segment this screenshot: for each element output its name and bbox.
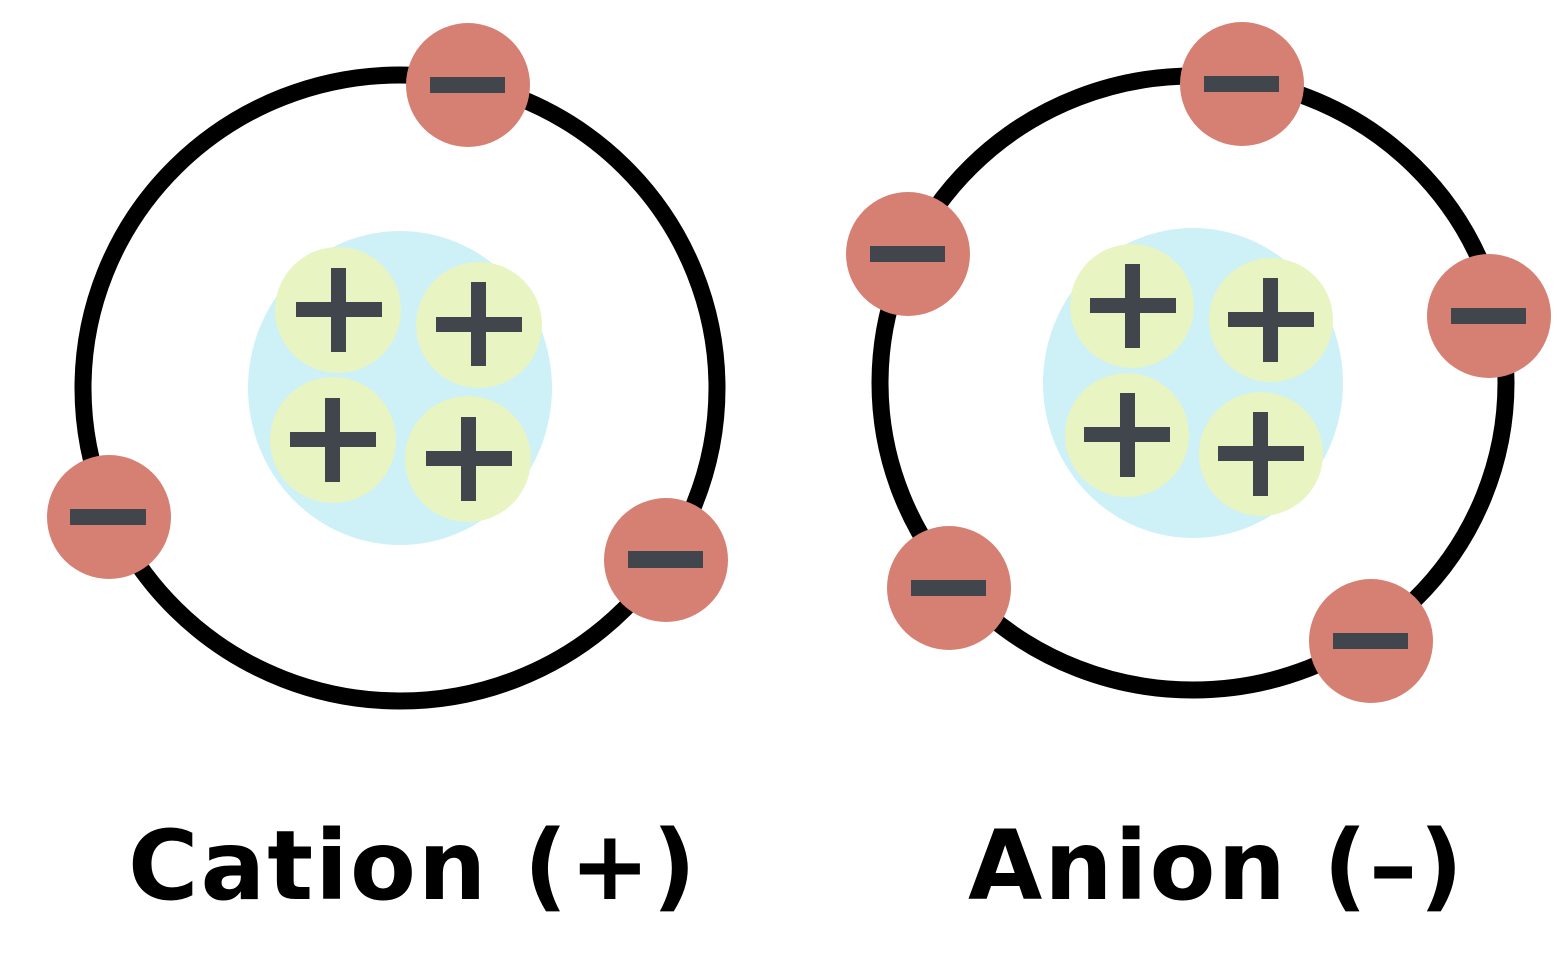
anion-proton [1065, 373, 1189, 497]
anion-electron [1180, 22, 1304, 146]
anion-electron [887, 526, 1011, 650]
anion-proton [1209, 258, 1333, 382]
anion-electron [1427, 254, 1551, 378]
anion-label: Anion (–) [968, 818, 1465, 914]
cation-electron [47, 455, 171, 579]
cation-proton [275, 247, 401, 373]
anion-proton [1070, 244, 1194, 368]
cation-atom [47, 23, 728, 701]
cation-label: Cation (+) [128, 818, 698, 914]
cation-electron [406, 23, 530, 147]
cation-proton [416, 262, 542, 388]
anion-electron [846, 192, 970, 316]
anion-electron [1309, 579, 1433, 703]
anion-proton [1199, 392, 1323, 516]
cation-nucleus [248, 231, 552, 545]
cation-electron [604, 498, 728, 622]
cation-proton [405, 396, 531, 522]
cation-proton [270, 377, 396, 503]
anion-nucleus [1043, 228, 1343, 538]
anion-atom [846, 22, 1551, 703]
